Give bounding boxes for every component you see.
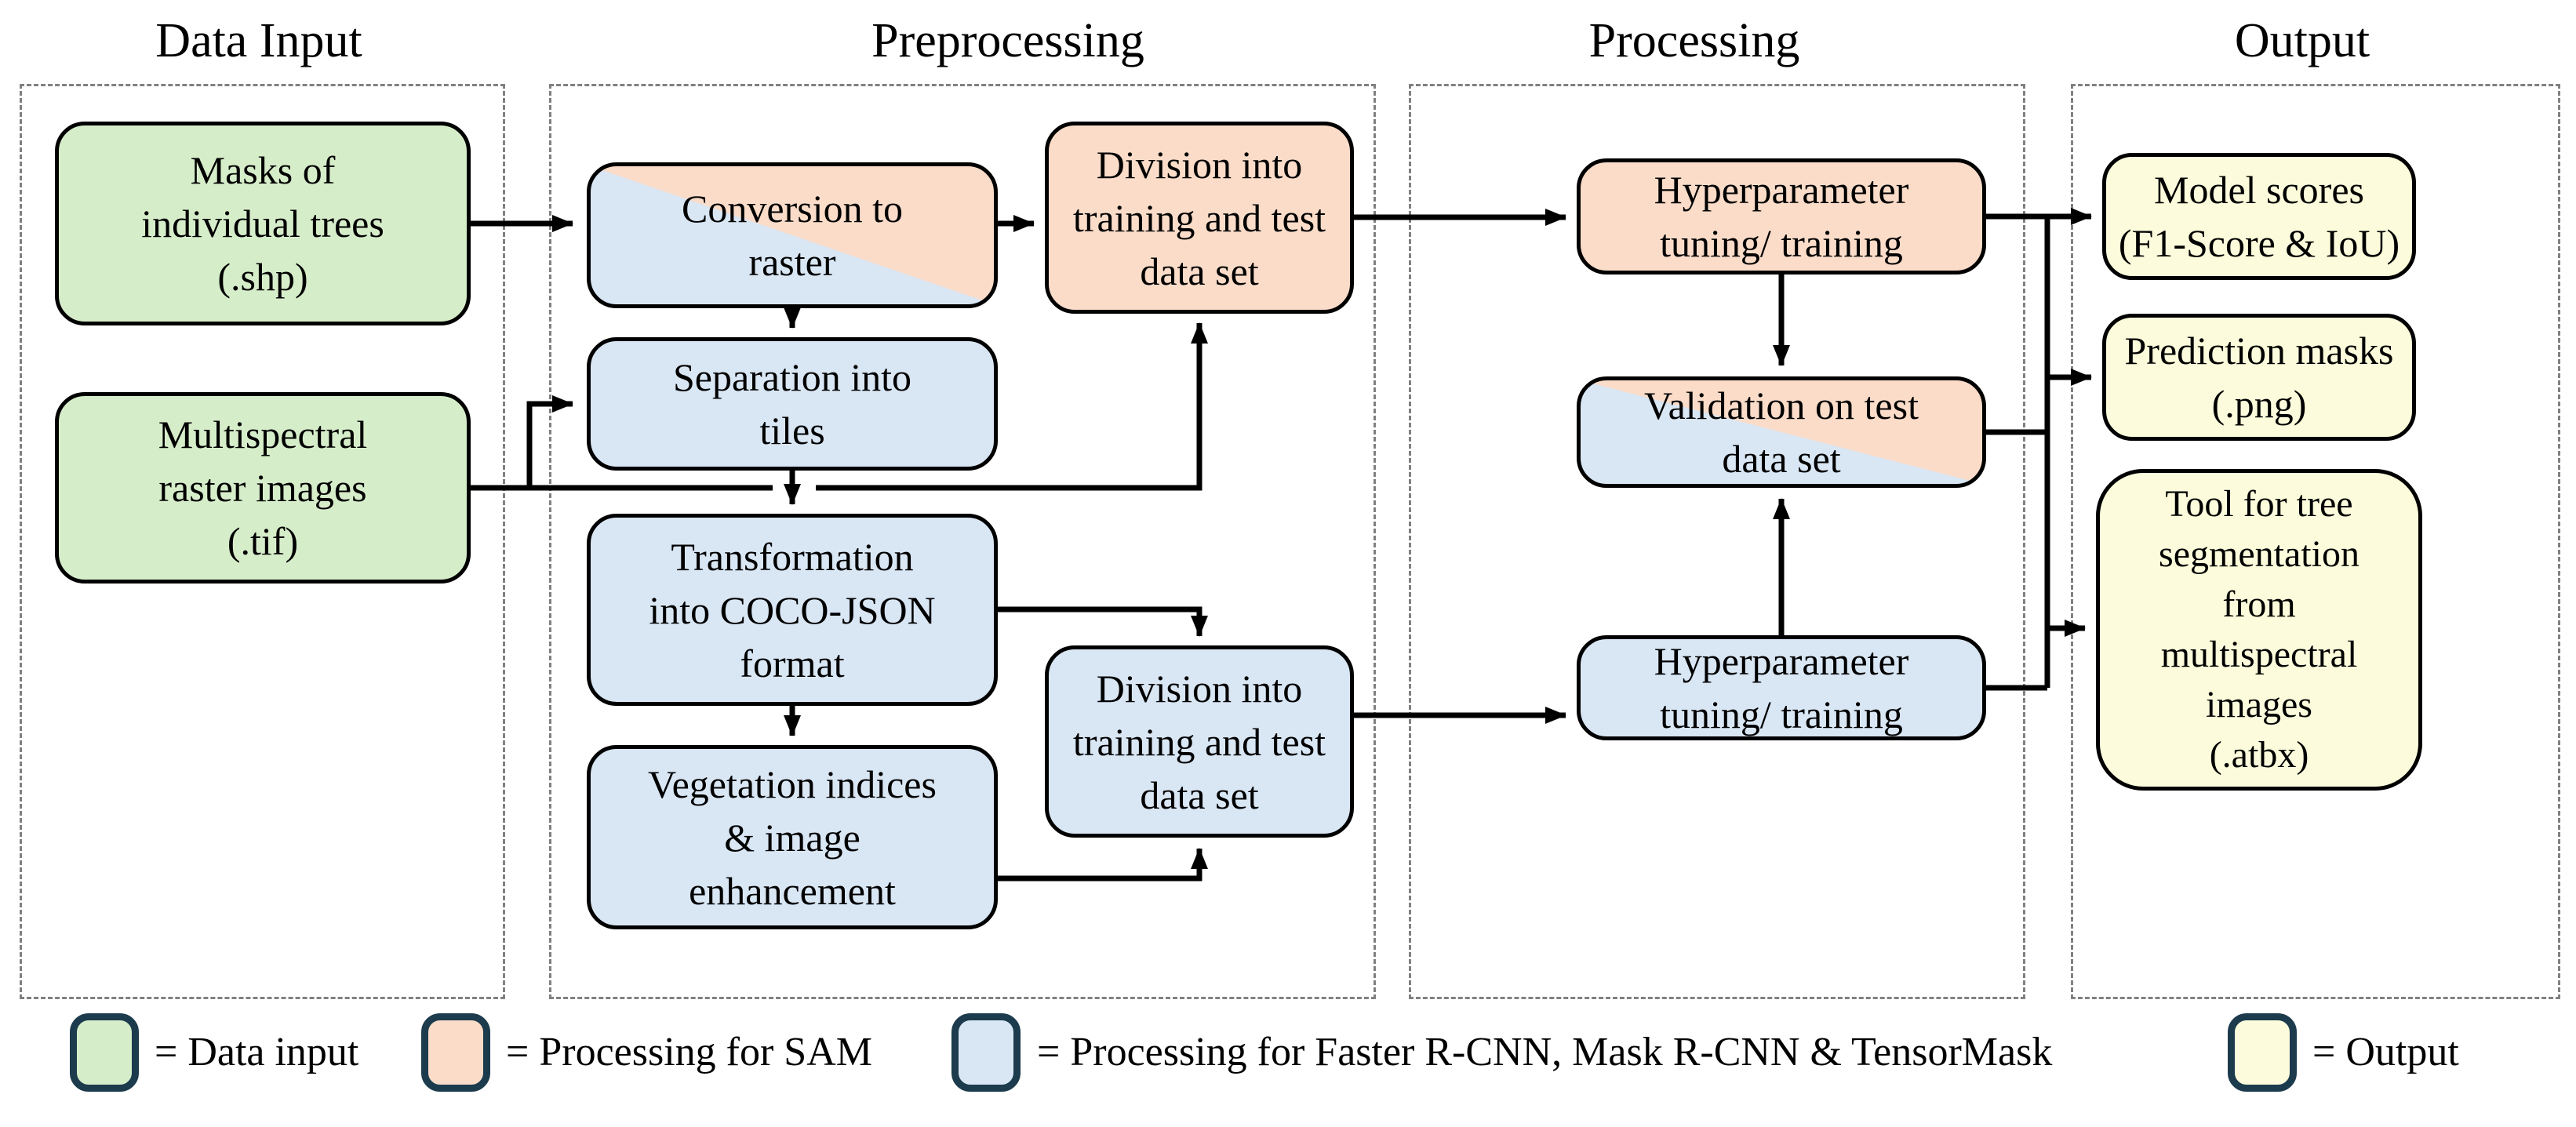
- node-transformation-coco-json: Transformation into COCO-JSON format: [587, 514, 998, 706]
- node-hyperparameter-tuning-sam: Hyperparameter tuning/ training: [1577, 158, 1986, 274]
- legend-swatch-output: [2228, 1013, 2297, 1092]
- node-division-train-test-sam: Division into training and test data set: [1045, 122, 1354, 314]
- node-conversion-to-raster: Conversion to raster: [587, 162, 998, 308]
- column-title-processing: Processing: [1588, 14, 1800, 67]
- node-prediction-masks: Prediction masks (.png): [2102, 314, 2416, 441]
- node-model-scores: Model scores (F1-Score & IoU): [2102, 153, 2416, 280]
- node-tool-tree-segmentation: Tool for tree segmentation from multispe…: [2096, 469, 2422, 791]
- legend-label-rcnn: = Processing for Faster R-CNN, Mask R-CN…: [1037, 1030, 2053, 1074]
- node-masks-shp: Masks of individual trees (.shp): [55, 122, 471, 325]
- node-multispectral-tif: Multispectral raster images (.tif): [55, 392, 471, 583]
- node-validation-test-set: Validation on test data set: [1577, 376, 1986, 488]
- panel-data-input: [20, 84, 505, 999]
- node-separation-into-tiles: Separation into tiles: [587, 337, 998, 471]
- legend-label-data-input: = Data input: [155, 1030, 359, 1074]
- legend-swatch-sam: [421, 1013, 490, 1092]
- legend-swatch-rcnn: [951, 1013, 1021, 1092]
- panel-preprocessing: [549, 84, 1376, 999]
- legend-label-output: = Output: [2312, 1030, 2459, 1074]
- node-division-train-test-rcnn: Division into training and test data set: [1045, 645, 1354, 838]
- panel-output: [2071, 84, 2560, 999]
- node-vegetation-indices: Vegetation indices & image enhancement: [587, 745, 998, 929]
- column-title-output: Output: [2234, 14, 2370, 67]
- column-title-preprocessing: Preprocessing: [871, 14, 1144, 67]
- panel-processing: [1409, 84, 2025, 999]
- column-title-data-input: Data Input: [155, 14, 362, 67]
- legend-label-sam: = Processing for SAM: [506, 1030, 872, 1074]
- node-hyperparameter-tuning-rcnn: Hyperparameter tuning/ training: [1577, 635, 1986, 740]
- legend-swatch-data-input: [70, 1013, 139, 1092]
